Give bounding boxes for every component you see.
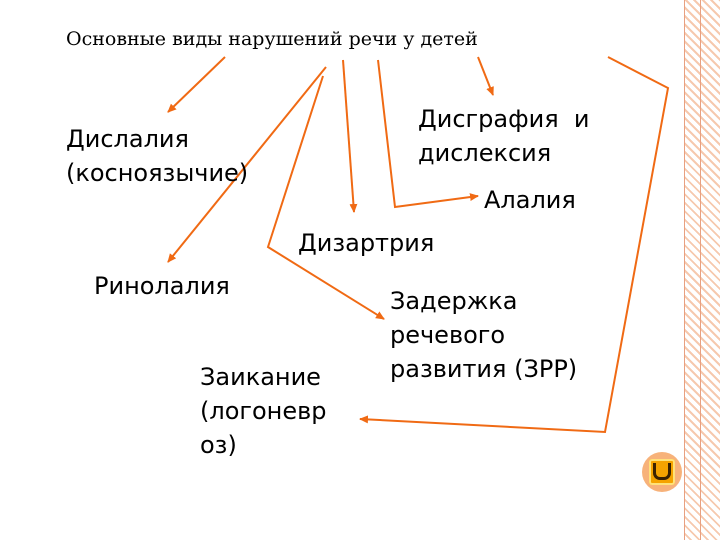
arrow-to-dyslalia bbox=[167, 56, 226, 113]
node-zrr-line3: развития (ЗРР) bbox=[390, 355, 578, 383]
node-alalia: Алалия bbox=[484, 186, 576, 214]
diagram-title: Основные виды нарушений речи у детей bbox=[66, 28, 478, 50]
node-zrr: Задержка речевого развития (ЗРР) bbox=[390, 284, 577, 386]
node-dysgraphia-line1: Дисграфия и bbox=[418, 105, 590, 133]
node-stutter-line3: оз) bbox=[200, 431, 237, 459]
node-dyslalia-line2: (косноязычие) bbox=[66, 159, 249, 187]
node-dysarthria: Дизартрия bbox=[298, 229, 435, 257]
arrow-to-stutter bbox=[359, 56, 670, 434]
arrow-to-alalia bbox=[477, 56, 494, 96]
decorative-stripe bbox=[684, 0, 720, 540]
arrow-to-zrr bbox=[266, 75, 385, 320]
node-stutter: Заикание (логоневр оз) bbox=[200, 360, 327, 462]
node-dyslalia: Дислалия (косноязычие) bbox=[66, 122, 248, 190]
arrow-to-rhinolalia bbox=[167, 66, 327, 263]
arrow-to-dysarthria bbox=[342, 59, 358, 213]
stripe-border-left bbox=[684, 0, 685, 540]
stripe-border-right bbox=[700, 0, 701, 540]
node-zrr-line2: речевого bbox=[390, 321, 506, 349]
node-stutter-line1: Заикание bbox=[200, 363, 321, 391]
return-icon-glyph bbox=[649, 459, 675, 485]
node-dyslalia-line1: Дислалия bbox=[66, 125, 189, 153]
node-stutter-line2: (логоневр bbox=[200, 397, 327, 425]
return-icon[interactable] bbox=[642, 452, 682, 492]
node-zrr-line1: Задержка bbox=[390, 287, 518, 315]
node-dysgraphia: Дисграфия и дислексия bbox=[418, 102, 590, 170]
node-rhinolalia: Ринолалия bbox=[94, 272, 230, 300]
node-dysgraphia-line2: дислексия bbox=[418, 139, 552, 167]
arrow-to-dysgraphia bbox=[377, 59, 479, 209]
